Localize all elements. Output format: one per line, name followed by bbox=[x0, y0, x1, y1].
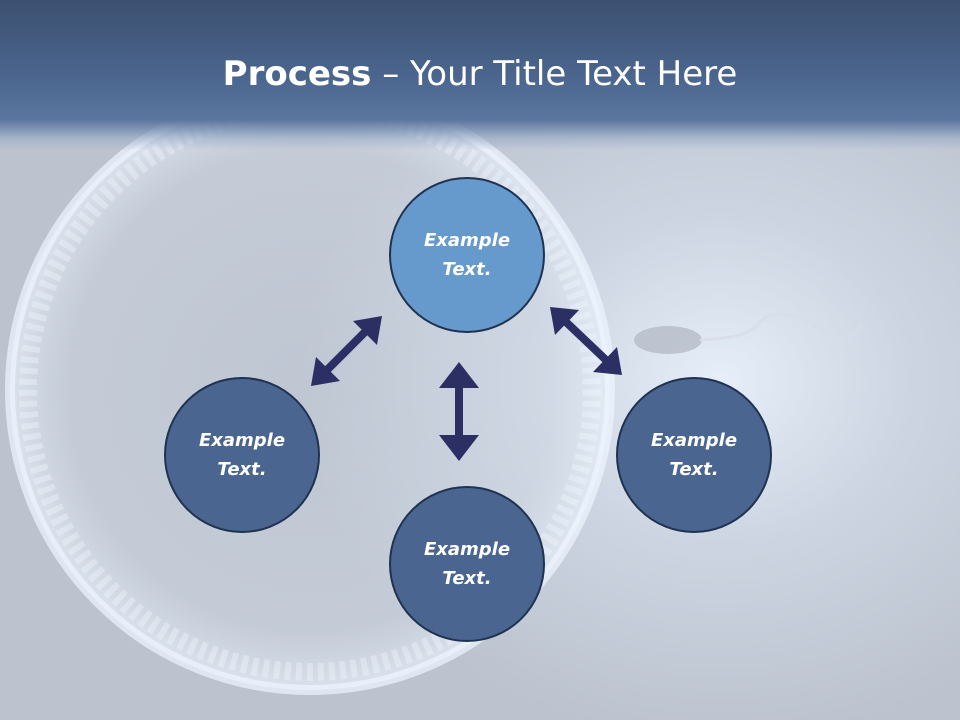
arrow-top-left bbox=[311, 316, 382, 386]
node-top: Example Text. bbox=[389, 177, 545, 333]
node-bottom: Example Text. bbox=[389, 486, 545, 642]
node-right-label: Example Text. bbox=[650, 430, 738, 480]
node-right: Example Text. bbox=[616, 377, 772, 533]
egg-cell-inner-ring bbox=[19, 99, 601, 681]
arrow-center-vertical bbox=[439, 362, 479, 461]
slide-title: Process – Your Title Text Here bbox=[0, 52, 960, 96]
node-bottom-label: Example Text. bbox=[423, 539, 511, 589]
title-separator: – bbox=[371, 54, 411, 94]
title-rest: Your Title Text Here bbox=[410, 54, 738, 94]
title-banner: Process – Your Title Text Here bbox=[0, 0, 960, 150]
sperm-shape bbox=[634, 312, 864, 354]
node-left: Example Text. bbox=[164, 377, 320, 533]
node-top-label: Example Text. bbox=[423, 230, 511, 280]
node-left-label: Example Text. bbox=[198, 430, 286, 480]
arrow-top-right bbox=[550, 307, 622, 375]
title-bold: Process bbox=[222, 54, 372, 94]
